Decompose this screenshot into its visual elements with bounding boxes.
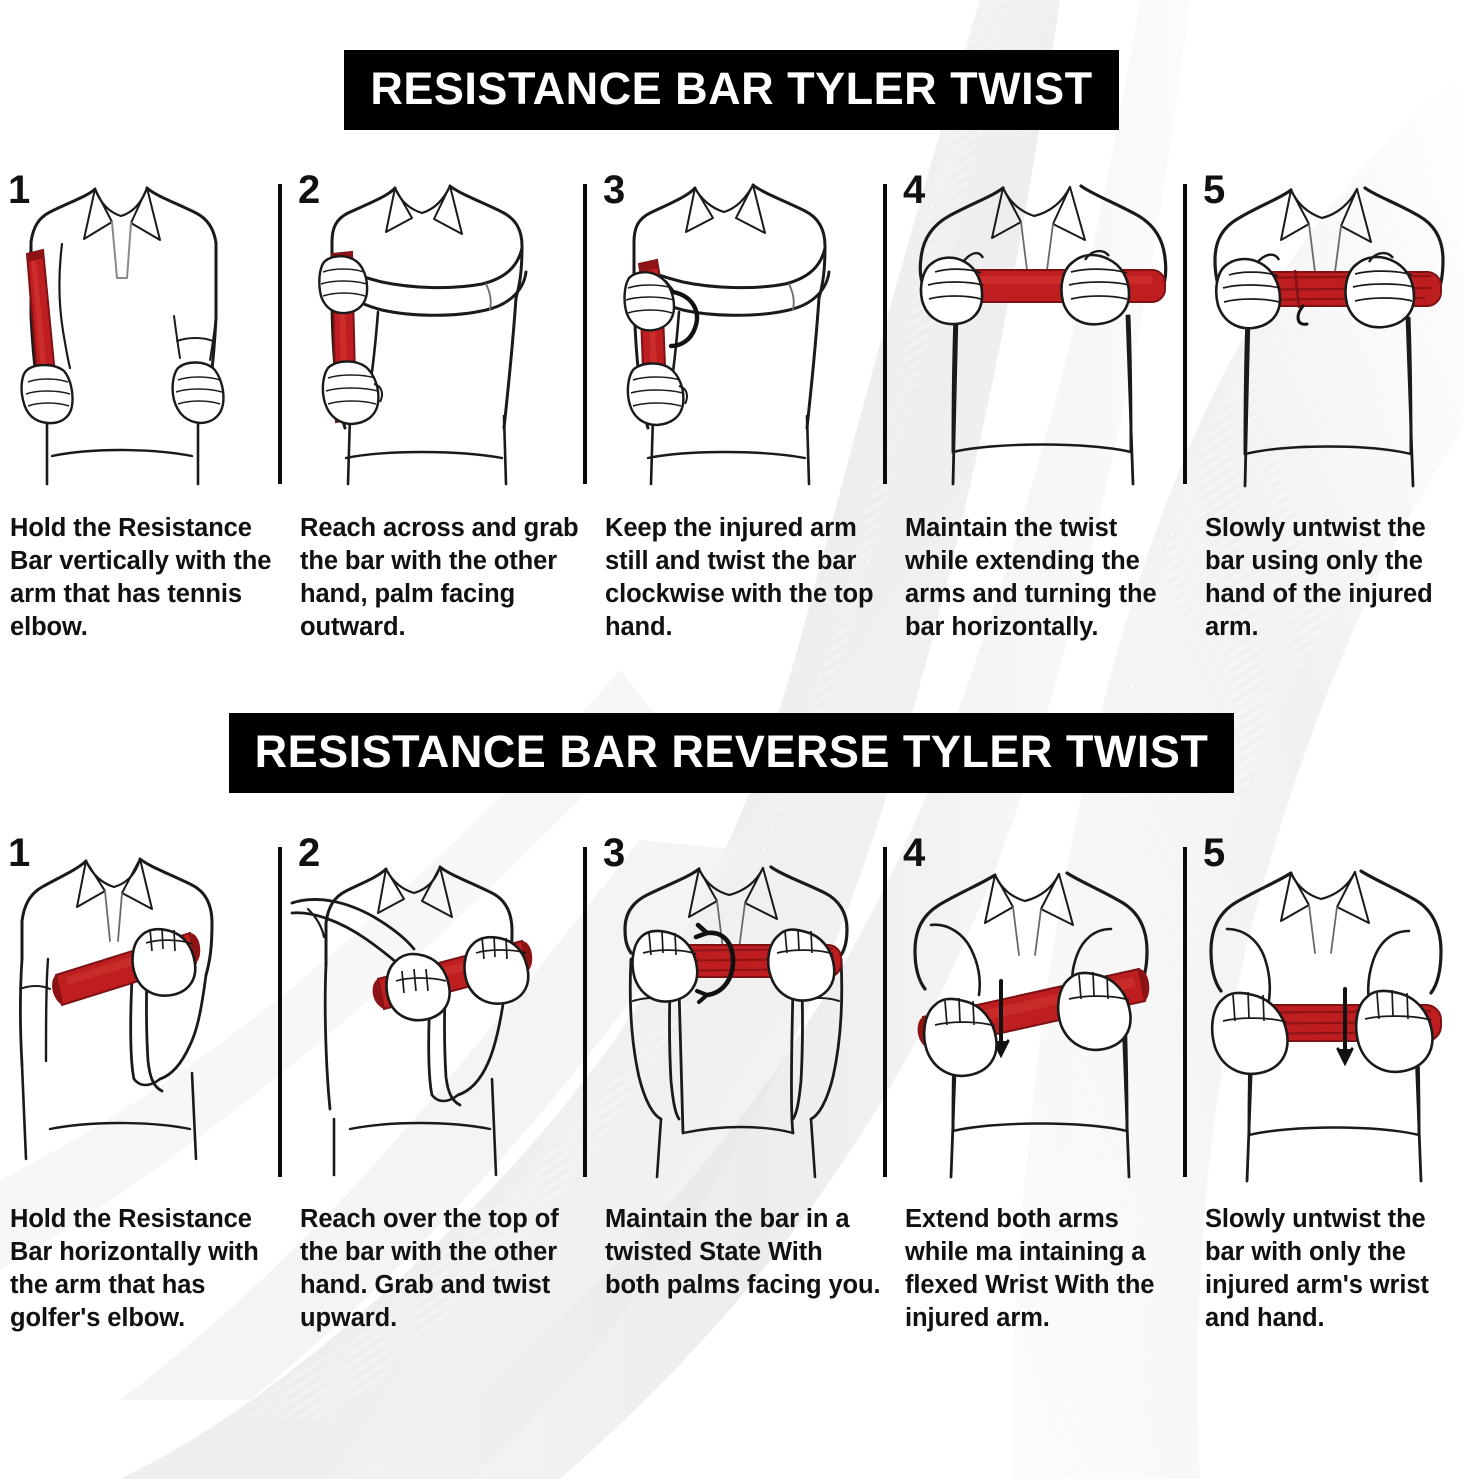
illustration-step-3: 3 xyxy=(595,829,895,1189)
panel-divider xyxy=(278,184,282,484)
right-fist xyxy=(1354,989,1434,1073)
step-panel-1: 1 xyxy=(0,829,290,1189)
step-panel-1: 1 xyxy=(0,166,290,496)
right-fist xyxy=(1060,249,1131,326)
step-number-3: 3 xyxy=(603,830,626,875)
step-panel-3: 3 xyxy=(595,829,895,1189)
step-caption-5: Slowly untwist the bar using only the ha… xyxy=(1205,514,1433,642)
left-fist xyxy=(20,363,74,425)
step-panel-5: 5 xyxy=(1195,166,1463,496)
panel-divider xyxy=(278,846,282,1177)
step-panel-5: 5 xyxy=(1195,829,1463,1189)
figure-twisted-state-palms-facing xyxy=(623,864,849,1178)
upper-fist xyxy=(318,255,369,315)
step-caption-1: Hold the Resistance Bar vertically with … xyxy=(10,514,272,642)
figure-extend-arms-horizontal xyxy=(918,184,1168,486)
step-caption-4: Maintain the twist while extending the a… xyxy=(905,514,1157,642)
step-caption-2: Reach across and grab the bar with the o… xyxy=(300,514,579,642)
panel-divider xyxy=(583,184,587,484)
step-caption-3: Maintain the bar in a twisted State With… xyxy=(605,1204,881,1299)
figure-slow-untwist-wrist-hand xyxy=(1209,868,1443,1182)
figure-reach-across-grab xyxy=(318,184,528,486)
section-2-illustration-row: 1 xyxy=(0,829,1463,1189)
twist-indicator-icon xyxy=(1296,304,1309,326)
right-fist xyxy=(766,927,836,1002)
illustration-step-4: 4 xyxy=(895,166,1195,496)
step-number-2: 2 xyxy=(298,168,321,212)
illustration-step-1: 1 xyxy=(0,166,290,496)
step-number-4: 4 xyxy=(903,168,926,212)
step-number-1: 1 xyxy=(8,830,31,875)
figure-untwist-bar xyxy=(1213,186,1445,488)
left-fist xyxy=(919,251,985,326)
illustration-step-5: 5 xyxy=(1195,166,1463,496)
right-fist xyxy=(171,361,225,425)
step-panel-4: 4 xyxy=(895,166,1195,496)
illustration-step-3: 3 xyxy=(595,166,895,496)
section-reverse-tyler-twist: RESISTANCE BAR REVERSE TYLER TWIST 1 xyxy=(0,645,1463,1336)
figure-vertical-bar-hold xyxy=(20,186,225,486)
step-number-5: 5 xyxy=(1203,168,1226,212)
illustration-step-2: 2 xyxy=(290,166,595,496)
left-fist xyxy=(631,929,699,1003)
section-tyler-twist: RESISTANCE BAR TYLER TWIST 1 xyxy=(0,0,1463,645)
illustration-step-2: 2 xyxy=(290,829,595,1189)
section-2-title: RESISTANCE BAR REVERSE TYLER TWIST xyxy=(228,712,1235,793)
step-number-4: 4 xyxy=(903,830,926,875)
step-number-2: 2 xyxy=(298,830,321,875)
panel-divider xyxy=(583,846,587,1177)
step-number-5: 5 xyxy=(1203,830,1226,875)
figure-extend-arms-flexed-wrist xyxy=(913,870,1150,1178)
step-panel-2: 2 xyxy=(290,829,595,1189)
illustration-step-1: 1 xyxy=(0,829,290,1189)
step-panel-4: 4 xyxy=(895,829,1195,1189)
step-panel-3: 3 xyxy=(595,166,895,496)
figure-horizontal-bar-hold xyxy=(19,857,214,1160)
illustration-step-4: 4 xyxy=(895,829,1195,1189)
step-caption-1: Hold the Resistance Bar horizontally wit… xyxy=(10,1204,259,1332)
section-1-illustration-row: 1 xyxy=(0,166,1463,496)
section-1-title: RESISTANCE BAR TYLER TWIST xyxy=(344,50,1119,130)
illustration-step-5: 5 xyxy=(1195,829,1463,1189)
step-caption-5: Slowly untwist the bar with only the inj… xyxy=(1205,1204,1429,1332)
section-1-caption-row: Hold the Resistance Bar vertically with … xyxy=(0,496,1463,645)
step-panel-2: 2 xyxy=(290,166,595,496)
left-fist xyxy=(1214,253,1282,330)
lower-fist xyxy=(626,362,688,427)
step-caption-3: Keep the injured arm still and twist the… xyxy=(605,514,874,642)
panel-divider xyxy=(883,184,887,484)
step-caption-2: Reach over the top of the bar with the o… xyxy=(300,1204,559,1332)
figure-twist-clockwise xyxy=(623,183,831,486)
section-1-banner: RESISTANCE BAR TYLER TWIST xyxy=(0,0,1463,130)
figure-reach-over-twist-up xyxy=(290,865,533,1176)
panel-divider xyxy=(1183,184,1187,484)
panel-divider xyxy=(883,846,887,1177)
panel-divider xyxy=(1183,846,1187,1177)
step-number-1: 1 xyxy=(8,168,31,212)
step-number-3: 3 xyxy=(603,168,626,212)
right-fist xyxy=(1344,251,1416,329)
section-2-banner: RESISTANCE BAR REVERSE TYLER TWIST xyxy=(0,651,1463,793)
step-caption-4: Extend both arms while ma intaining a fl… xyxy=(905,1204,1155,1332)
section-2-caption-row: Hold the Resistance Bar horizontally wit… xyxy=(0,1189,1463,1336)
